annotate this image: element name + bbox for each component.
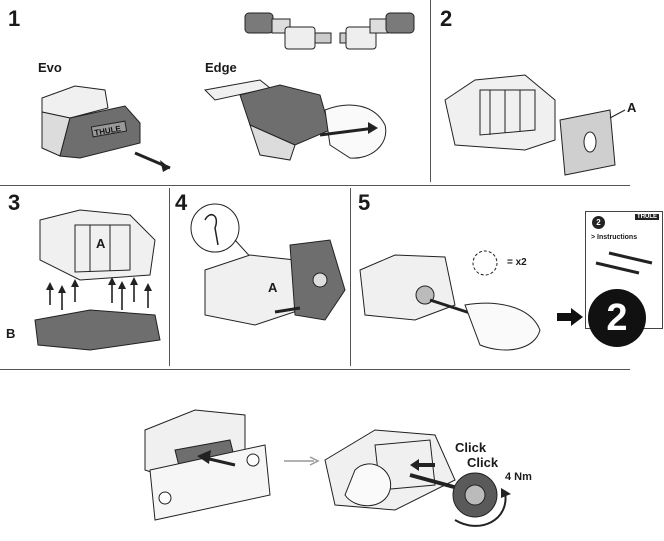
step3-illustration <box>34 209 161 351</box>
step-number-3: 3 <box>8 190 21 215</box>
times-two-label: = x2 <box>507 257 527 268</box>
card-header: 2 THULE <box>586 212 662 229</box>
step4-illustration <box>190 203 346 326</box>
label-edge: Edge <box>205 60 237 75</box>
callout-b: B <box>6 326 16 341</box>
connector-detail-illustration <box>244 12 415 50</box>
card-brand-logo: THULE <box>635 214 659 220</box>
arrow-to-reference-icon <box>557 308 583 326</box>
transition-arrow-icon <box>284 456 320 466</box>
step-number-1: 1 <box>8 6 21 31</box>
click-label-2: Click <box>467 455 499 470</box>
step-number-5: 5 <box>358 190 371 215</box>
reference-step-number-badge: 2 <box>588 289 646 347</box>
card-number-badge: 2 <box>592 216 605 229</box>
divider-row1-row2 <box>0 185 630 186</box>
card-title: > Instructions <box>591 234 638 241</box>
roof-bars-icon <box>595 251 653 275</box>
edge-foot-illustration <box>203 79 387 161</box>
step2-illustration <box>444 74 626 176</box>
click-label-1: Click <box>455 440 487 455</box>
divider-step1-step2 <box>430 0 431 182</box>
callout-a-step3: A <box>96 236 106 251</box>
step5-illustration <box>359 250 541 351</box>
label-evo: Evo <box>38 60 62 75</box>
evo-foot-illustration: THULE <box>41 85 171 172</box>
torque-label: 4 Nm <box>505 471 532 483</box>
callout-a-step2: A <box>627 100 637 115</box>
divider-step4-step5 <box>350 188 351 366</box>
step-number-2: 2 <box>440 6 453 31</box>
divider-row2-row3 <box>0 369 630 370</box>
bottom-left-illustration <box>144 409 271 521</box>
step-number-4: 4 <box>175 190 188 215</box>
bottom-right-illustration <box>324 429 511 527</box>
callout-a-step4: A <box>268 280 278 295</box>
divider-step3-step4 <box>169 188 170 366</box>
